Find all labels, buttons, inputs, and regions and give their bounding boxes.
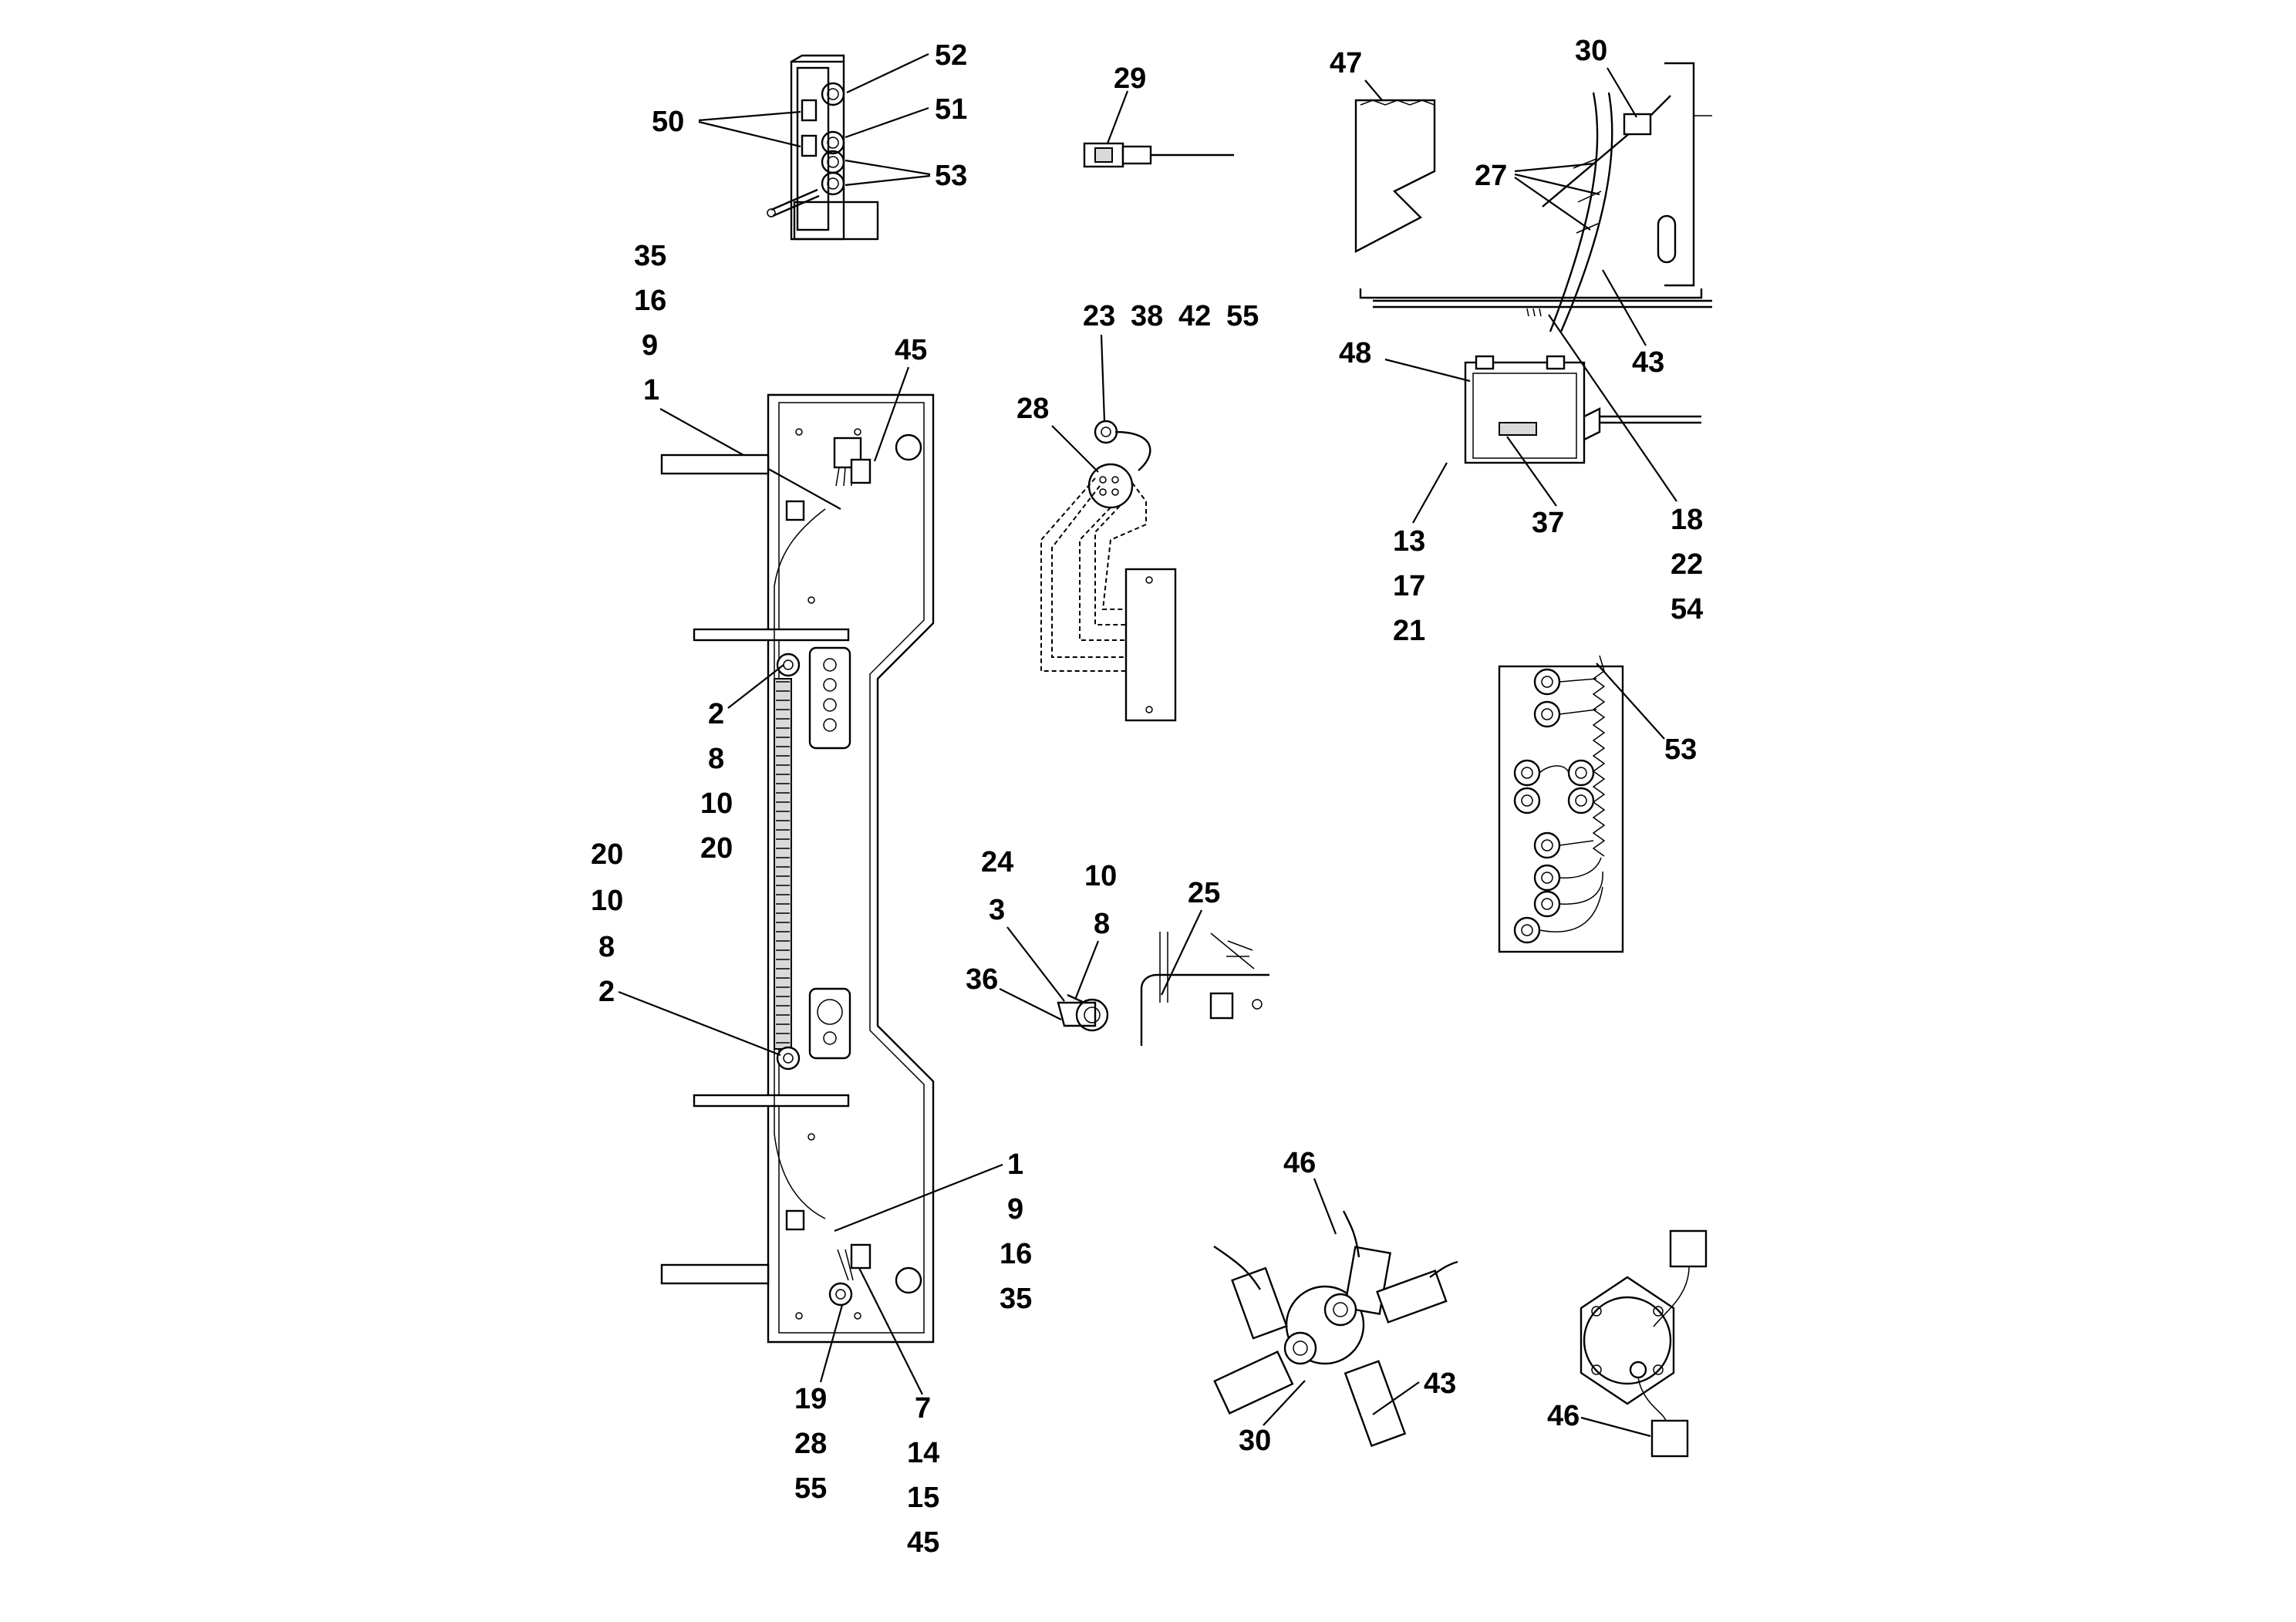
callout-54: 54 <box>1671 593 1703 626</box>
callout-46-center: 46 <box>1283 1147 1316 1179</box>
callout-27: 27 <box>1475 160 1507 192</box>
callout-35-a: 35 <box>634 240 666 272</box>
mount-detail-25 <box>1140 932 1269 1046</box>
callout-10-b: 10 <box>591 885 623 917</box>
callout-30-top: 30 <box>1575 35 1607 67</box>
callout-1-b: 1 <box>1007 1148 1023 1181</box>
callout-46-bottom: 46 <box>1547 1400 1580 1432</box>
callout-2-a: 2 <box>708 698 724 730</box>
callout-3: 3 <box>989 894 1005 926</box>
callout-15: 15 <box>907 1482 939 1514</box>
callout-19: 19 <box>794 1383 827 1415</box>
callout-50: 50 <box>652 106 684 138</box>
callout-45-top: 45 <box>895 334 927 366</box>
callout-23: 23 <box>1083 300 1115 332</box>
callout-21: 21 <box>1393 615 1425 647</box>
callout-30-center: 30 <box>1239 1425 1271 1457</box>
callout-55-b: 55 <box>794 1472 827 1505</box>
callout-16-b: 16 <box>1000 1238 1032 1270</box>
callout-55-a: 55 <box>1226 300 1259 332</box>
control-panel-detail <box>767 54 879 241</box>
callout-22: 22 <box>1671 548 1703 581</box>
callout-20-a: 20 <box>700 832 733 865</box>
callout-29: 29 <box>1114 62 1146 95</box>
callout-53-top: 53 <box>935 160 967 192</box>
callout-17: 17 <box>1393 570 1425 602</box>
callout-10-c: 10 <box>1084 860 1117 892</box>
callout-1-a: 1 <box>643 374 659 406</box>
callout-38: 38 <box>1131 300 1163 332</box>
callout-24: 24 <box>981 846 1013 878</box>
callout-9-a: 9 <box>642 329 658 362</box>
callout-47: 47 <box>1330 47 1362 79</box>
callout-53-right: 53 <box>1664 733 1697 766</box>
wiring-harness-detail <box>1040 420 1177 722</box>
valve-cluster-detail <box>1213 1210 1458 1448</box>
sensor-detail <box>1580 1229 1708 1458</box>
callout-28-a: 28 <box>1017 393 1049 425</box>
connector-29-detail <box>1083 90 1234 168</box>
callout-13: 13 <box>1393 525 1425 558</box>
callout-28-b: 28 <box>794 1428 827 1460</box>
callout-9-b: 9 <box>1007 1193 1023 1226</box>
tank-mount-assembly <box>1354 62 1712 464</box>
callout-16-a: 16 <box>634 285 666 317</box>
callout-8-a: 8 <box>708 743 724 775</box>
callout-25: 25 <box>1188 877 1220 909</box>
callout-7: 7 <box>915 1392 931 1425</box>
callout-37: 37 <box>1532 507 1564 539</box>
callout-43-center: 43 <box>1424 1367 1456 1400</box>
callout-20-b: 20 <box>591 838 623 871</box>
callout-10-a: 10 <box>700 787 733 820</box>
callout-36: 36 <box>966 963 998 996</box>
bracket-detail-24 <box>1057 993 1109 1032</box>
leader-lines-top-left <box>698 53 931 187</box>
callout-14: 14 <box>907 1437 939 1469</box>
callout-35-b: 35 <box>1000 1283 1032 1315</box>
callout-2-b: 2 <box>598 976 615 1008</box>
callout-45-b: 45 <box>907 1526 939 1559</box>
callout-8-b: 8 <box>598 931 615 963</box>
main-frame-rail <box>660 393 935 1344</box>
callout-42: 42 <box>1178 300 1211 332</box>
callout-51: 51 <box>935 93 967 126</box>
terminal-block-detail <box>1498 655 1624 953</box>
callout-48: 48 <box>1339 337 1371 369</box>
callout-43-top: 43 <box>1632 346 1664 379</box>
callout-18: 18 <box>1671 504 1703 536</box>
callout-52: 52 <box>935 39 967 72</box>
callout-8-c: 8 <box>1094 908 1110 940</box>
